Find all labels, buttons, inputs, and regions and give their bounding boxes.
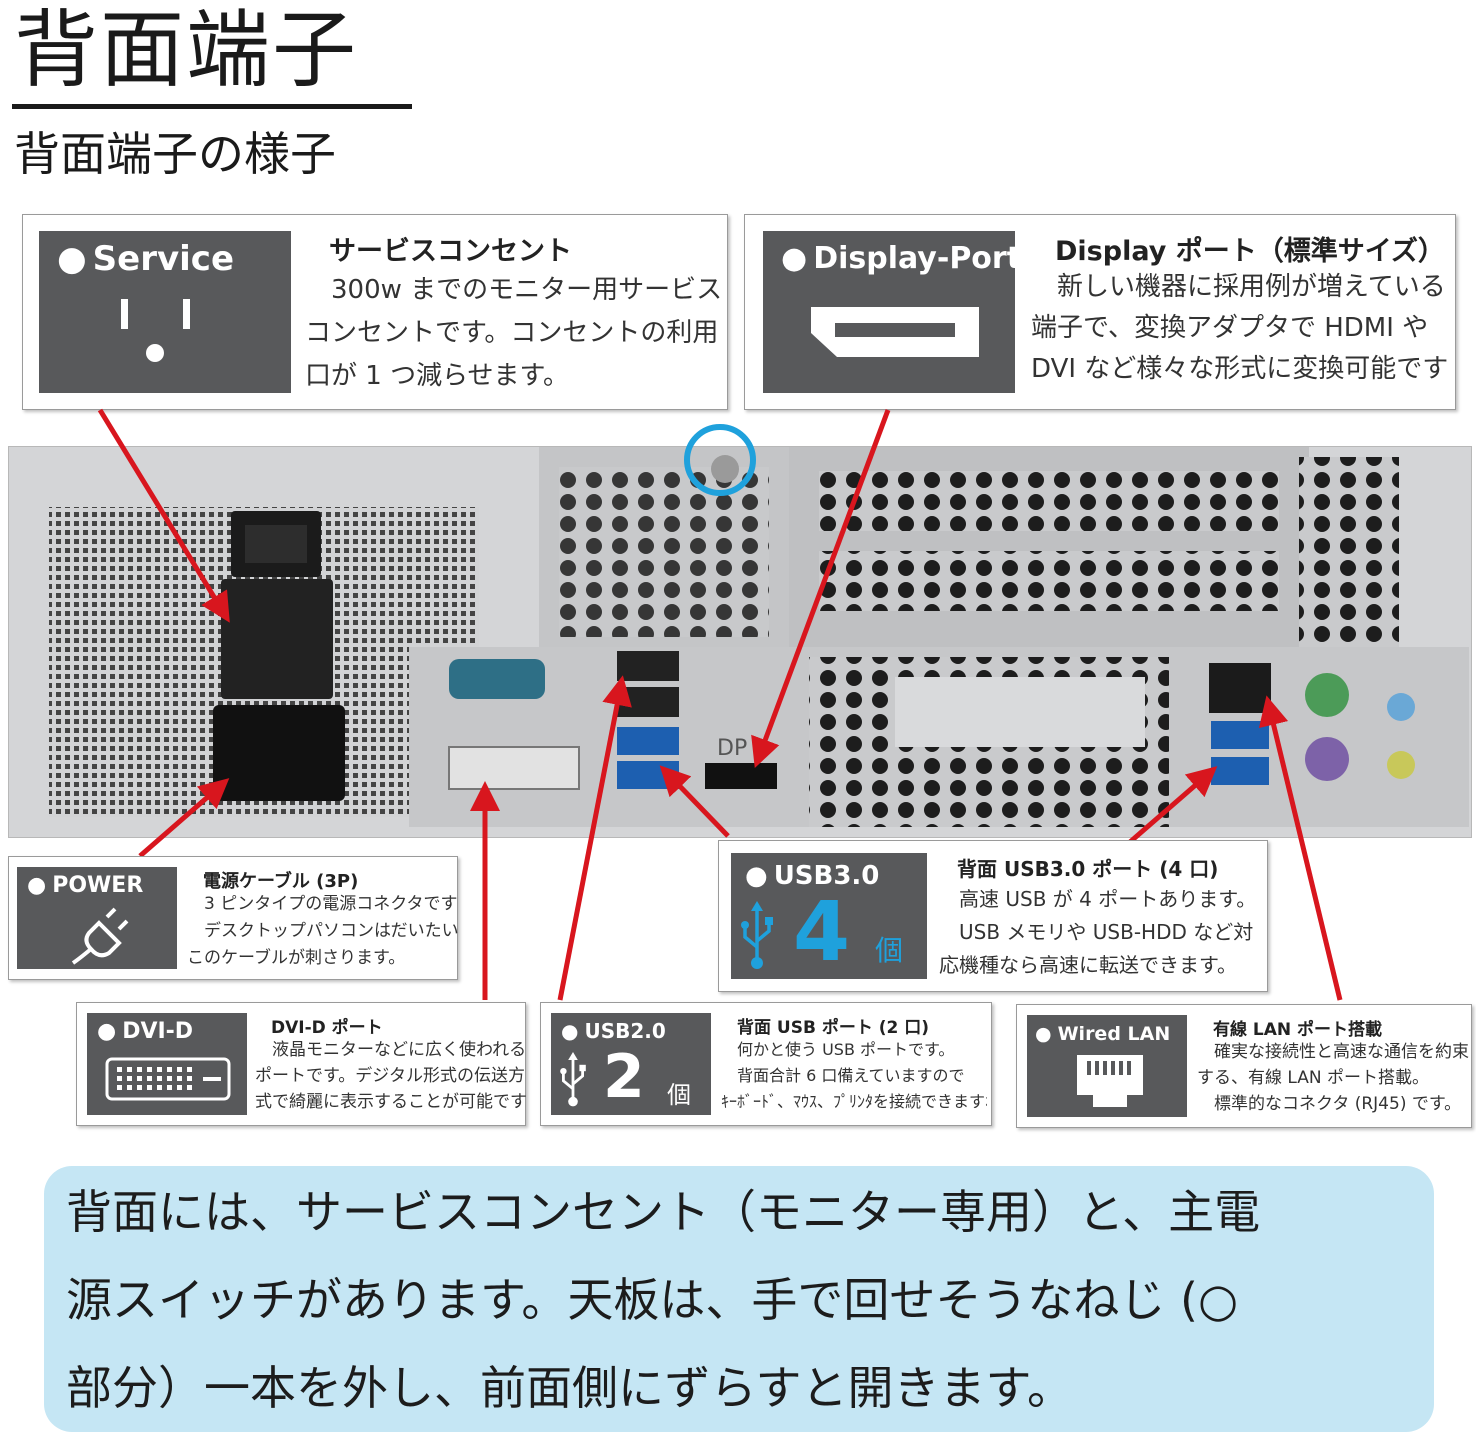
rear-panel-photo: DP (8, 446, 1472, 838)
usb2-label: USB2.0 (561, 1019, 665, 1043)
usb3-unit: 個 (875, 934, 904, 967)
lan-panel: Wired LAN (1027, 1015, 1187, 1117)
dp-port-label: DP (717, 736, 747, 761)
lan-description: 確実な接続性と高速な通信を約束 する、有線 LAN ポート搭載。 標準的なコネク… (1197, 1042, 1469, 1114)
displayport-icon (811, 307, 979, 357)
lan-label: Wired LAN (1035, 1023, 1171, 1045)
displayport-panel: Display-Port (763, 231, 1021, 393)
power-callout: POWER 電源ケーブル (3P) 3 ピンタイプの電源コネクタです デスクトッ… (8, 856, 459, 980)
power-plug-icon (71, 907, 129, 965)
dvid-callout: DVI-D DVI-D ポート 液晶モニターなどに広く使われる ポートです。デジ… (76, 1002, 527, 1126)
displayport-label: Display-Port (781, 241, 1021, 276)
service-callout: Service サービスコンセント 300w までのモニター用サービス コンセン… (22, 214, 728, 410)
usb-icon (741, 901, 773, 969)
usb3-panel: USB3.0 4 個 (731, 853, 927, 980)
power-title: 電源ケーブル (3P) (203, 871, 359, 892)
power-label: POWER (27, 873, 143, 898)
usb2-callout: USB2.0 2 個 背面 USB ポート (2 口) 何かと使う USB ポー… (540, 1002, 992, 1126)
ethernet-port-icon (1077, 1055, 1143, 1107)
usb3-callout: USB3.0 4 個 背面 USB3.0 ポート (4 口) 高速 USB が … (718, 840, 1268, 992)
usb2-description: 何かと使う USB ポートです。 背面合計 6 口備えていますので ｷｰﾎﾞｰﾄ… (721, 1040, 987, 1111)
page-title: 背面端子 (14, 1, 359, 99)
thumb-screw-highlight (684, 424, 756, 496)
displayport-callout: Display-Port Display ポート（標準サイズ） 新しい機器に採用… (744, 214, 1456, 410)
displayport-description: 新しい機器に採用例が増えている 端子で、変換アダプタで HDMI や DVI な… (1031, 272, 1449, 384)
displayport-title: Display ポート（標準サイズ） (1055, 236, 1445, 267)
usb2-panel: USB2.0 2 個 (551, 1013, 711, 1115)
usb2-title: 背面 USB ポート (2 口) (737, 1018, 930, 1038)
lan-callout: Wired LAN 有線 LAN ポート搭載 確実な接続性と高速な通信を約束 す… (1016, 1004, 1472, 1128)
power-description: 3 ピンタイプの電源コネクタです デスクトップパソコンはだいたい このケーブルが… (187, 894, 459, 968)
usb-icon-small (560, 1052, 586, 1107)
usb2-count: 2 (603, 1042, 645, 1112)
usb3-description: 高速 USB が 4 ポートあります。 USB メモリや USB-HDD など対… (939, 887, 1257, 977)
info-note-text: 背面には、サービスコンセント（モニター専用）と、主電 源スイッチがあります。天板… (66, 1185, 1261, 1415)
lan-title: 有線 LAN ポート搭載 (1213, 1020, 1383, 1040)
dvid-label: DVI-D (97, 1019, 193, 1044)
usb3-title: 背面 USB3.0 ポート (4 口) (957, 857, 1219, 881)
service-description: 300w までのモニター用サービス コンセントです。コンセントの利用 口が 1 … (305, 275, 723, 391)
rear-panel-illustration: DP (9, 447, 1471, 837)
page-subtitle: 背面端子の様子 (14, 127, 336, 181)
dvid-description: 液晶モニターなどに広く使われる ポートです。デジタル形式の伝送方 式で綺麗に表示… (255, 1040, 527, 1112)
info-note-box (44, 1166, 1434, 1432)
outlet-icon (121, 299, 190, 362)
title-underline (12, 104, 412, 109)
service-title: サービスコンセント (329, 236, 572, 267)
usb3-label: USB3.0 (745, 861, 880, 891)
service-panel: Service (39, 231, 291, 393)
usb2-unit: 個 (667, 1081, 691, 1109)
service-label: Service (57, 239, 234, 279)
power-panel: POWER (17, 867, 177, 969)
usb3-count: 4 (793, 885, 851, 980)
dvi-connector-icon (105, 1057, 231, 1101)
dvid-title: DVI-D ポート (271, 1018, 383, 1038)
dvid-panel: DVI-D (87, 1013, 247, 1115)
